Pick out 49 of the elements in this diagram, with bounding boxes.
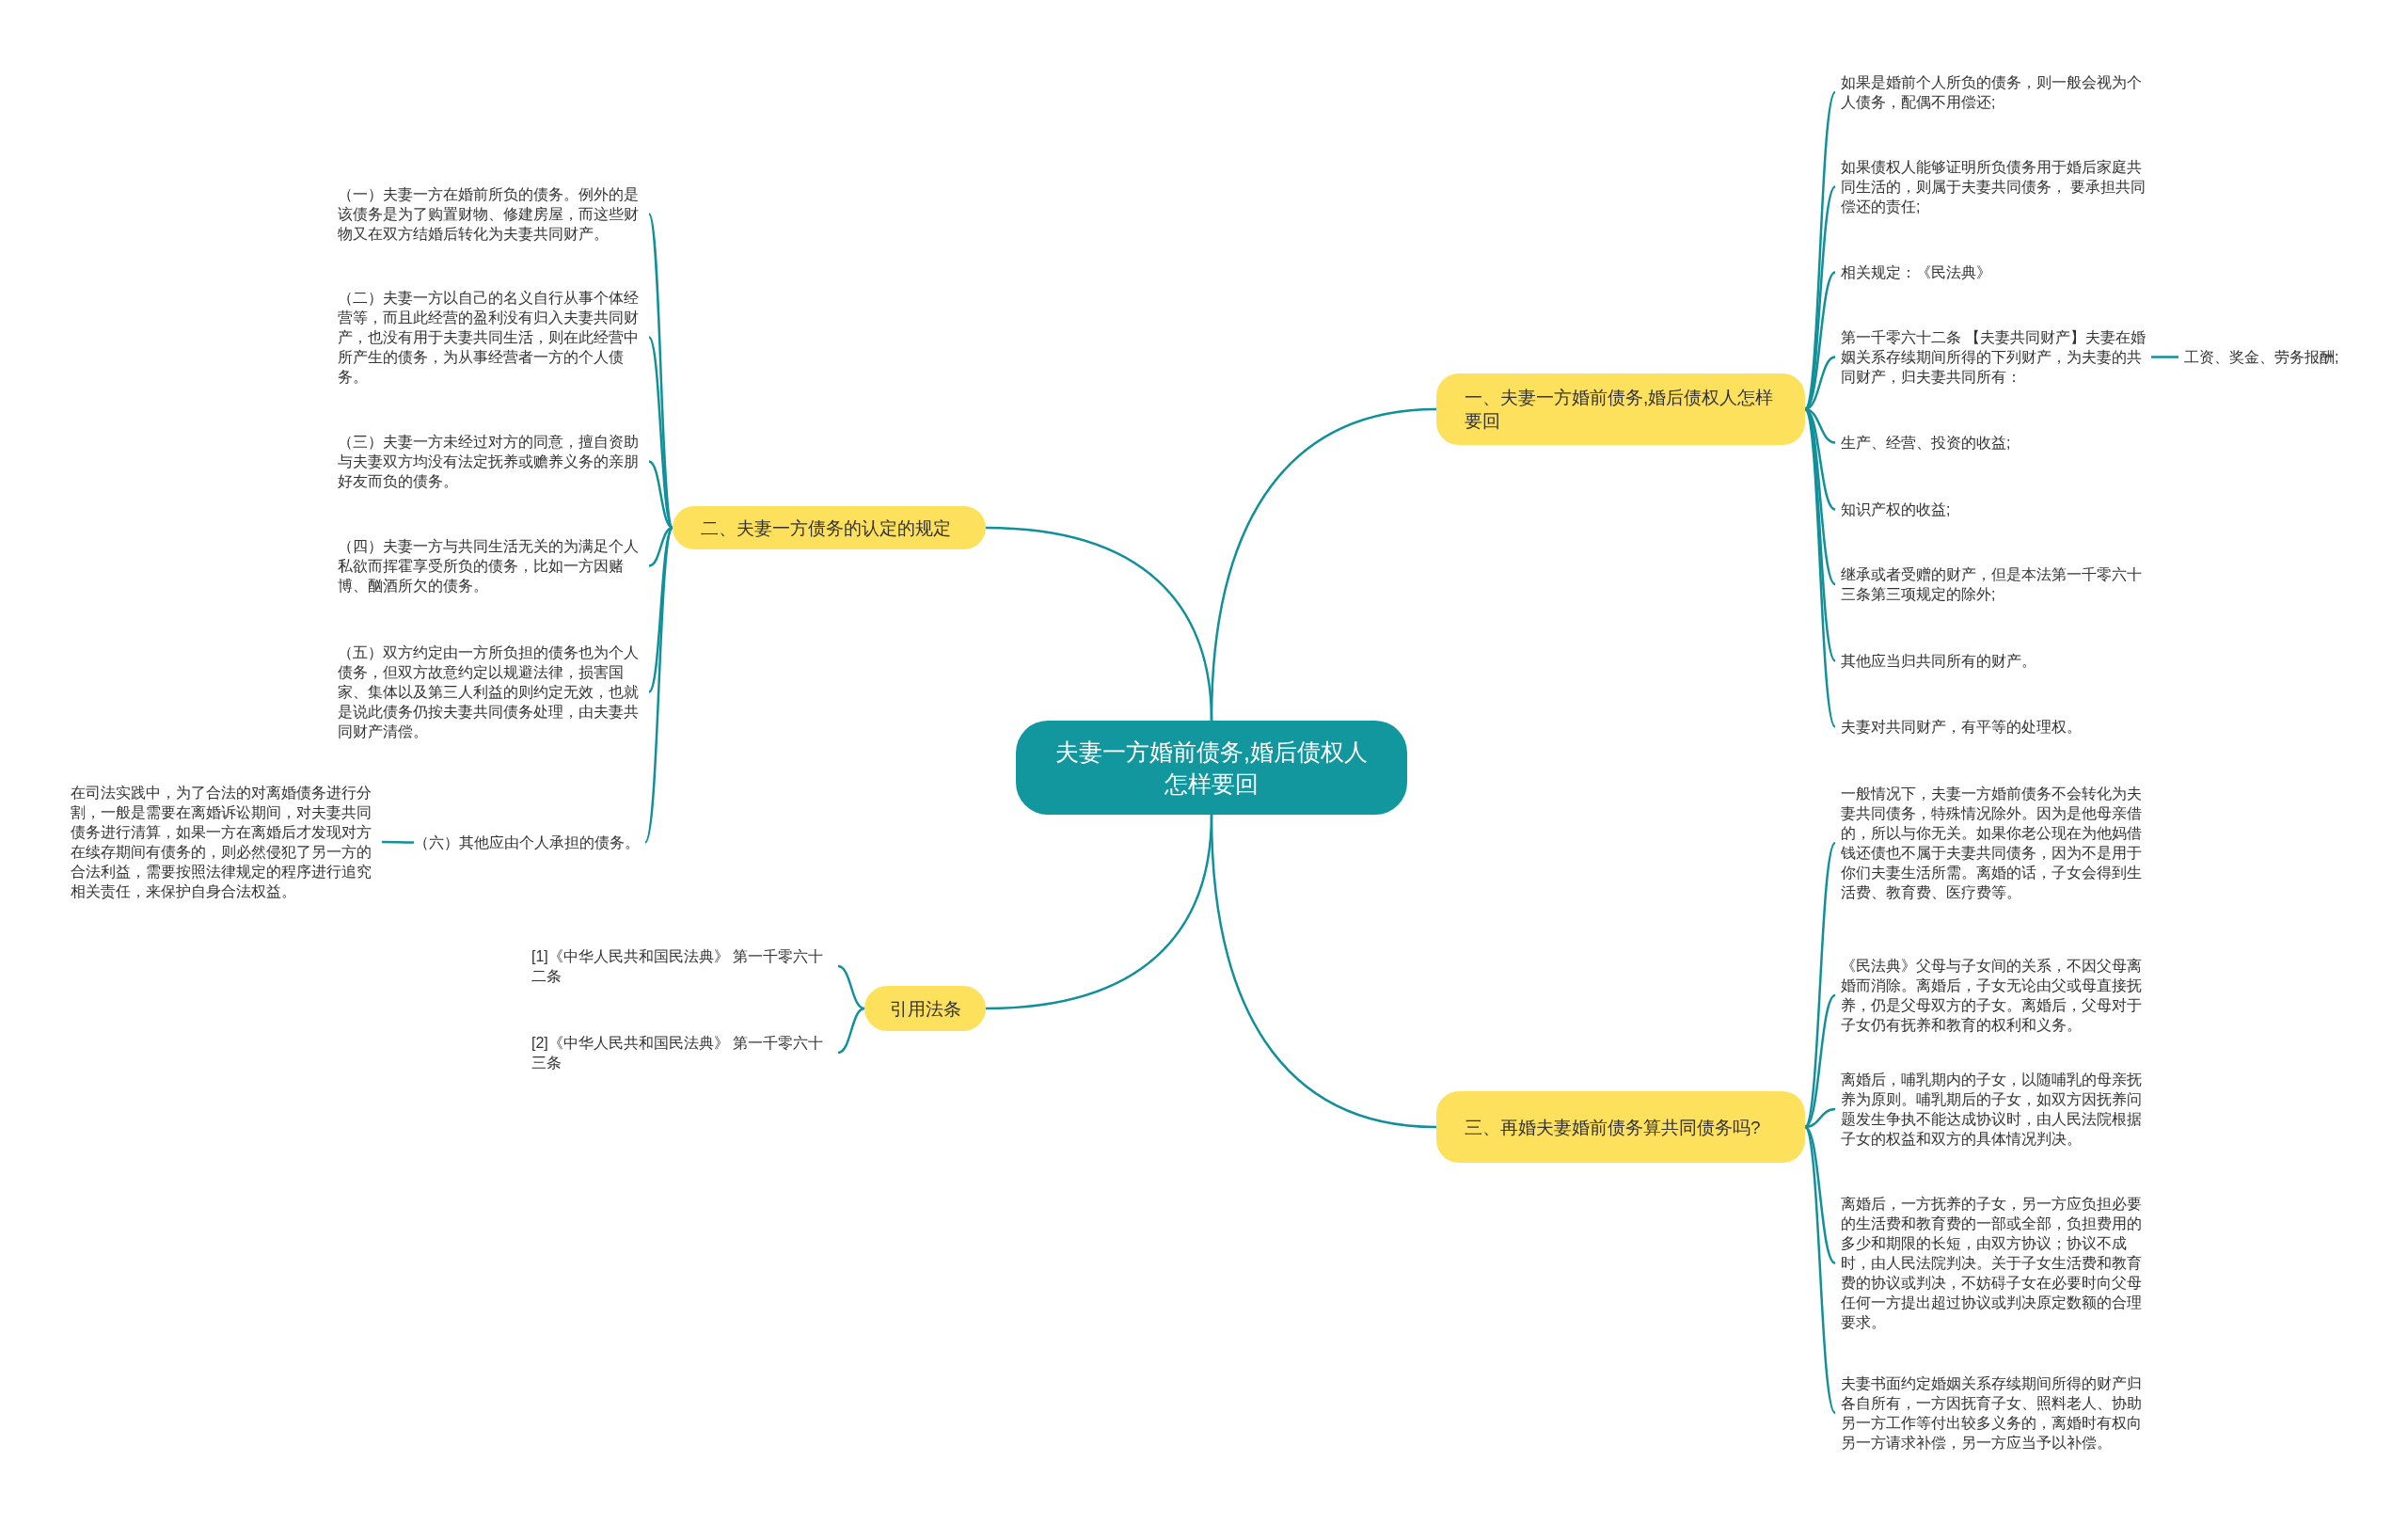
topic-text: 离婚后，一方抚养的子女，另一方应负担必要的生活费和教育费的一部或全部，负担费用的多少和期限的长短，由双方协议；协议不成时，由人民法院判决。关于子女生活费和教育费的协议或判决，不妨碍子女在必要时向父母任何一方提出超过协议或判决原定数额的合理要求。 — [1841, 1193, 2151, 1332]
topic-text: 《民法典》父母与子女间的关系，不因父母离婚而消除。离婚后，子女无论由父或母直接抚养，仍是父母双方的子女。离婚后，父母对于子女仍有抚养和教育的权利和义务。 — [1841, 956, 2151, 1035]
connector-line — [648, 526, 673, 567]
topic-text: [2]《中华人民共和国民法典》 第一千零六十三条 — [531, 1033, 832, 1072]
topic-text: 一般情况下，夫妻一方婚前债务不会转化为夫妻共同债务，特殊情况除外。因为是他母亲借的，所以与你无关。如果你老公现在为他妈借钱还债也不属于夫妻共同债务，因为不是用于你们夫妻生活所需。离婚的话，子女会得到生活费、教育费、医疗费等。 — [1841, 784, 2151, 902]
branch-topic-box: 引用法条 — [864, 986, 986, 1031]
topic-text: 如果是婚前个人所负的债务，则一般会视为个人债务，配偶不用偿还; — [1841, 72, 2151, 112]
branch-topic-box: 二、夫妻一方债务的认定的规定 — [673, 506, 986, 549]
connector-line — [648, 336, 673, 529]
connector-line — [1804, 994, 1836, 1128]
connector-line — [1803, 842, 1837, 1128]
connector-line — [382, 840, 414, 844]
topic-text: 如果债权人能够证明所负债务用于婚后家庭共同生活的，则属于夫妻共同债务， 要承担共同偿还的责任; — [1841, 156, 2151, 216]
topic-text: 离婚后，哺乳期内的子女，以随哺乳的母亲抚养为原则。哺乳期后的子女，如双方因抚养问题发生争执不能达成协议时，由人民法院根据子女的权益和双方的具体情况判决。 — [1841, 1070, 2151, 1149]
topic-text: （六）其他应由个人承担的债务。 — [414, 832, 640, 852]
connector-line — [1803, 408, 1837, 662]
connector-line — [1803, 408, 1837, 728]
topic-text: 生产、经营、投资的收益; — [1841, 432, 2151, 452]
connector-line — [1804, 1126, 1836, 1264]
central-topic-box: 夫妻一方婚前债务,婚后债权人怎样要回 — [1016, 721, 1407, 815]
connector-line — [2151, 356, 2178, 358]
connector-line — [1804, 185, 1836, 410]
topic-text: （二）夫妻一方以自己的名义自行从事个体经营等，而且此经营的盈利没有归入夫妻共同财产，也没有用于夫妻共同生活，则在此经营中所产生的债务，为从事经营者一方的个人债务。 — [338, 287, 643, 387]
topic-text: 工资、奖金、劳务报酬; — [2184, 346, 2400, 367]
connector-line — [985, 526, 1213, 722]
topic-text: [1]《中华人民共和国民法典》 第一千零六十二条 — [531, 946, 832, 986]
topic-text: 夫妻书面约定婚姻关系存续期间所得的财产归各自所有，一方因抚育子女、照料老人、协助另一方工作等付出较多义务的，离婚时有权向另一方请求补偿，另一方应当予以补偿。 — [1841, 1373, 2151, 1453]
topic-text: （一）夫妻一方在婚前所负的债务。例外的是该债务是为了购置财物、修建房屋，而这些财物又在双方结婚后转化为夫妻共同财产。 — [338, 183, 643, 244]
connector-line — [1804, 271, 1836, 410]
connector-line — [837, 964, 865, 1010]
connector-line — [643, 527, 674, 844]
topic-text: （三）夫妻一方未经过对方的同意，擅自资助与夫妻双方均没有法定抚养或赡养义务的亲朋好友而负的债务。 — [338, 431, 643, 491]
topic-text: 在司法实践中，为了合法的对离婚债务进行分割，一般是需要在离婚诉讼期间，对夫妻共同债务进行清算，如果一方在离婚后才发现对方在续存期间有债务的，则必然侵犯了另一方的合法利益，需要按照法律规定的程序进行追究相关责任，来保护自身合法权益。 — [71, 783, 376, 901]
topic-text: 其他应当归共同所有的财产。 — [1841, 650, 2151, 671]
connector-line — [1804, 408, 1836, 585]
branch-topic-box: 一、夫妻一方婚前债务,婚后债权人怎样要回 — [1436, 373, 1805, 445]
connector-line — [1803, 1126, 1837, 1414]
topic-text: （五）双方约定由一方所负担的债务也为个人债务，但双方故意约定以规避法律，损害国家、集体以及第三人利益的则约定无效，也就是说此债务仍按夫妻共同债务处理，由夫妻共同财产清偿。 — [338, 642, 643, 741]
topic-text: 第一千零六十二条 【夫妻共同财产】夫妻在婚姻关系存续期间所得的下列财产，为夫妻的共同财产，归夫妻共同所有： — [1841, 326, 2151, 387]
topic-text: 继承或者受赠的财产，但是本法第一千零六十三条第三项规定的除外; — [1841, 564, 2151, 604]
connector-line — [648, 527, 673, 693]
connector-line — [1210, 814, 1437, 1129]
connector-line — [648, 460, 673, 530]
branch-topic-box: 三、再婚夫妻婚前债务算共同债务吗? — [1436, 1091, 1805, 1163]
topic-text: 知识产权的收益; — [1841, 499, 2151, 519]
topic-text: 相关规定：《民法典》 — [1841, 262, 2151, 282]
topic-text: （四）夫妻一方与共同生活无关的为满足个人私欲而挥霍享受所负的债务，比如一方因赌博、酗酒所欠的债务。 — [338, 535, 643, 595]
topic-text: 夫妻对共同财产，有平等的处理权。 — [1841, 716, 2151, 737]
connector-line — [837, 1007, 865, 1055]
